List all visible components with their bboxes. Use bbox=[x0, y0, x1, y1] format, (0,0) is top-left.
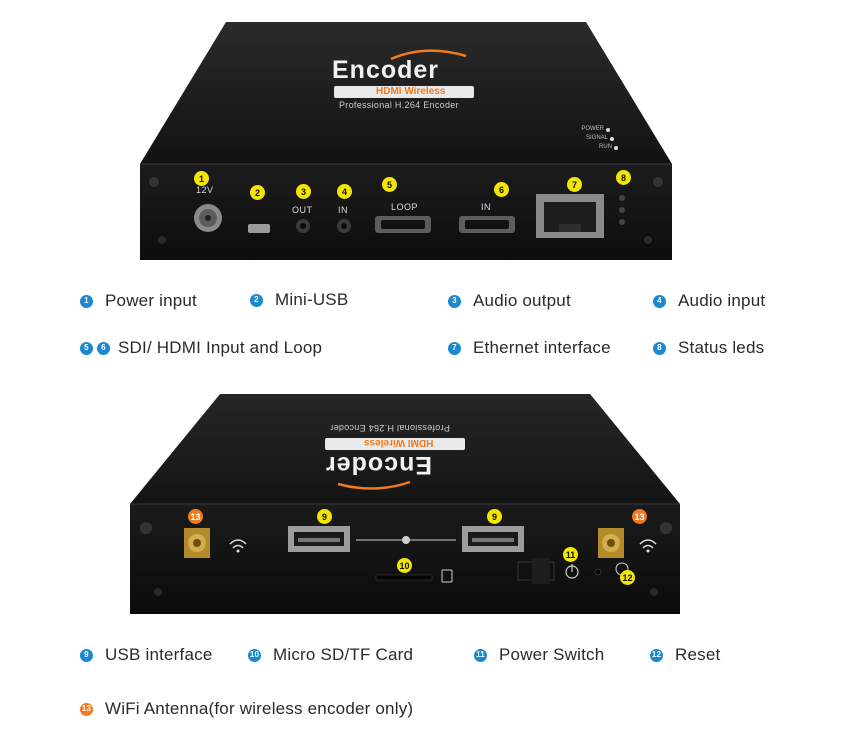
legend-audio-input: 4 Audio input bbox=[653, 291, 765, 311]
callout-8: 8 bbox=[616, 170, 631, 185]
legend-label: Reset bbox=[675, 645, 720, 665]
port-label-audio-in: IN bbox=[338, 205, 348, 215]
legend-reset: 12 Reset bbox=[650, 645, 720, 665]
legend-audio-output: 3 Audio output bbox=[448, 291, 571, 311]
legend-mini-usb: 2 Mini-USB bbox=[250, 290, 348, 310]
callout-2: 2 bbox=[250, 185, 265, 200]
legend-label: Power input bbox=[105, 291, 197, 311]
brand-tagline-rear: Professional H.264 Encoder bbox=[330, 423, 450, 433]
callout-11: 11 bbox=[563, 547, 578, 562]
legend-num: 12 bbox=[650, 649, 663, 662]
led-label-power: POWER bbox=[566, 126, 604, 132]
brand-logo-rear: Encoder bbox=[325, 450, 432, 479]
legend-num: 10 bbox=[248, 649, 261, 662]
legend-num: 5 bbox=[80, 342, 93, 355]
callout-4: 4 bbox=[337, 184, 352, 199]
callout-13a: 13 bbox=[188, 509, 203, 524]
callout-12: 12 bbox=[620, 570, 635, 585]
encoder-front-view: Encoder HDMI Wireless Professional H.264… bbox=[136, 18, 676, 264]
legend-power-switch: 11 Power Switch bbox=[474, 645, 604, 665]
encoder-rear-view: Encoder HDMI Wireless Professional H.264… bbox=[120, 392, 692, 614]
port-label-12v: 12V bbox=[196, 185, 214, 195]
legend-num: 13 bbox=[80, 703, 93, 716]
legend-micro-sd: 10 Micro SD/TF Card bbox=[248, 645, 413, 665]
led-label-run: RUN bbox=[574, 144, 612, 150]
callout-10: 10 bbox=[397, 558, 412, 573]
legend-num: 6 bbox=[97, 342, 110, 355]
led-label-signal: SIGNAL bbox=[570, 135, 608, 141]
legend-label: Ethernet interface bbox=[473, 338, 611, 358]
legend-num: 1 bbox=[80, 295, 93, 308]
brand-logo: Encoder bbox=[332, 56, 439, 85]
legend-status-leds: 8 Status leds bbox=[653, 338, 764, 358]
legend-sdi-hdmi: 5 6 SDI/ HDMI Input and Loop bbox=[80, 338, 322, 358]
legend-num: 9 bbox=[80, 649, 93, 662]
legend-power-input: 1 Power input bbox=[80, 291, 197, 311]
legend-label: Status leds bbox=[678, 338, 764, 358]
encoder-front-body bbox=[136, 18, 676, 264]
legend-num: 11 bbox=[474, 649, 487, 662]
legend-ethernet: 7 Ethernet interface bbox=[448, 338, 611, 358]
port-label-audio-out: OUT bbox=[292, 205, 313, 215]
legend-label: WiFi Antenna(for wireless encoder only) bbox=[105, 699, 413, 719]
brand-subtitle: HDMI Wireless bbox=[376, 86, 445, 97]
callout-1: 1 bbox=[194, 171, 209, 186]
legend-num: 2 bbox=[250, 294, 263, 307]
legend-label: USB interface bbox=[105, 645, 212, 665]
callout-7: 7 bbox=[567, 177, 582, 192]
callout-13b: 13 bbox=[632, 509, 647, 524]
legend-label: Mini-USB bbox=[275, 290, 348, 310]
callout-9b: 9 bbox=[487, 509, 502, 524]
legend-label: Audio input bbox=[678, 291, 765, 311]
legend-label: Power Switch bbox=[499, 645, 604, 665]
port-label-hdmi-in: IN bbox=[481, 202, 491, 212]
port-label-loop: LOOP bbox=[391, 202, 418, 212]
callout-9a: 9 bbox=[317, 509, 332, 524]
legend-num: 8 bbox=[653, 342, 666, 355]
legend-label: Audio output bbox=[473, 291, 571, 311]
callout-6: 6 bbox=[494, 182, 509, 197]
brand-tagline: Professional H.264 Encoder bbox=[339, 100, 459, 110]
legend-num: 4 bbox=[653, 295, 666, 308]
legend-num: 3 bbox=[448, 295, 461, 308]
legend-label: SDI/ HDMI Input and Loop bbox=[118, 338, 322, 358]
callout-5: 5 bbox=[382, 177, 397, 192]
brand-subtitle-rear: HDMI Wireless bbox=[364, 437, 433, 448]
legend-wifi-antenna: 13 WiFi Antenna(for wireless encoder onl… bbox=[80, 699, 413, 719]
legend-label: Micro SD/TF Card bbox=[273, 645, 413, 665]
legend-usb-interface: 9 USB interface bbox=[80, 645, 212, 665]
legend-num: 7 bbox=[448, 342, 461, 355]
callout-3: 3 bbox=[296, 184, 311, 199]
